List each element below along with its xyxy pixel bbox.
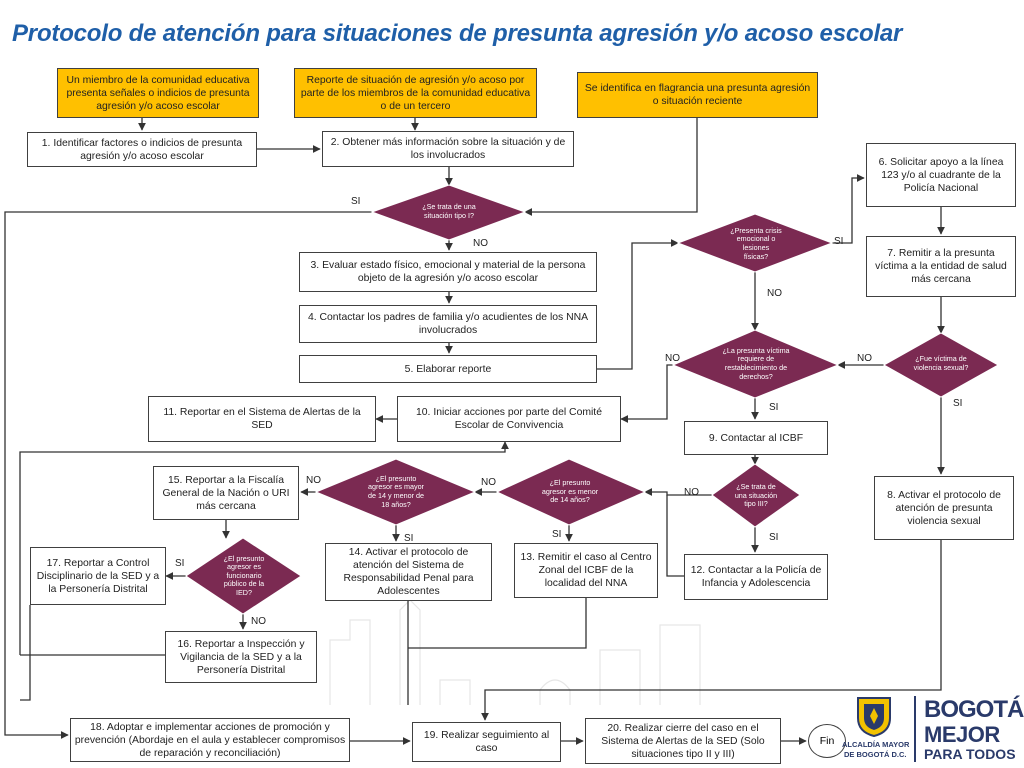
label-no-d4: NO [857,353,872,364]
bogota-coat-of-arms-icon [857,697,891,738]
decision-diamond-14-18 [314,458,477,526]
step-20: 20. Realizar cierre del caso en el Siste… [585,718,781,764]
decision-diamond-funcionario [185,537,302,615]
step-5: 5. Elaborar reporte [299,355,597,383]
alcaldia-line-1: ALCALDÍA MAYOR [842,740,910,749]
decision-diamond-tipo-i [370,184,527,241]
step-1: 1. Identificar factores o indicios de pr… [27,132,257,167]
decision-text-violencia-sexual: ¿Fue víctima de violencia sexual? [913,354,969,372]
decision-diamond-crisis [676,213,834,273]
step-3: 3. Evaluar estado físico, emocional y ma… [299,252,597,292]
label-si-d8: SI [175,558,185,569]
decision-text-restablecimiento: ¿La presunta víctima requiere de restabl… [722,345,790,381]
step-15: 15. Reportar a la Fiscalía General de la… [153,466,299,520]
brand-para-todos: PARA TODOS [924,746,1016,762]
decision-text-14-18: ¿El presunto agresor es mayor de 14 y me… [368,473,424,509]
decision-text-tipo-i: ¿Se trata de una situación tipo I? [422,202,476,220]
step-7: 7. Remitir a la presunta víctima a la en… [866,236,1016,297]
step-12: 12. Contactar a la Policía de Infancia y… [684,554,828,600]
decision-text-menor-14: ¿El presunto agresor es menor de 14 años… [541,478,599,505]
end-node: Fin [808,724,846,758]
step-6: 6. Solicitar apoyo a la línea 123 y/o al… [866,143,1016,207]
label-si-d6: SI [552,529,562,540]
label-si-d3: SI [769,402,779,413]
decision-diamond-tipo-iii [711,463,801,528]
label-si-d4: SI [953,398,963,409]
label-no-d3: NO [665,353,680,364]
step-2: 2. Obtener más información sobre la situ… [322,131,574,167]
start-box-indicios: Un miembro de la comunidad educativa pre… [57,68,259,118]
label-no-d6: NO [481,477,496,488]
step-13: 13. Remitir el caso al Centro Zonal del … [514,543,658,598]
label-si-d2: SI [834,236,844,247]
decision-text-crisis: ¿Presenta crisis emocional o lesiones fí… [730,225,782,261]
start-box-reporte: Reporte de situación de agresión y/o aco… [294,68,537,118]
step-8: 8. Activar el protocolo de atención de p… [874,476,1014,540]
skyline-watermark [329,599,701,705]
label-si-d5: SI [769,532,779,543]
connector-lines [4,118,945,745]
step-17: 17. Reportar a Control Disciplinario de … [30,547,166,605]
brand-mejor: MEJOR [924,722,1000,747]
decision-shapes [185,184,1000,615]
label-si-d7: SI [404,533,414,544]
decision-diamond-restablecimiento [671,329,840,399]
start-box-flagrancia: Se identifica en flagrancia una presunta… [577,72,818,118]
step-9: 9. Contactar al ICBF [684,421,828,455]
decision-diamond-violencia-sexual [882,332,1000,398]
step-16: 16. Reportar a Inspección y Vigilancia d… [165,631,317,683]
decision-text-tipo-iii: ¿Se trata de una situación tipo III? [734,482,778,509]
step-18: 18. Adoptar e implementar acciones de pr… [70,718,350,762]
label-no-d8: NO [251,616,266,627]
label-si-d1: SI [351,196,361,207]
decision-diamond-menor-14 [495,458,647,526]
label-no-d7: NO [306,475,321,486]
logo-divider [914,696,916,762]
page-title: Protocolo de atención para situaciones d… [12,20,903,47]
step-10: 10. Iniciar acciones por parte del Comit… [397,396,621,442]
step-4: 4. Contactar los padres de familia y/o a… [299,305,597,343]
step-14: 14. Activar el protocolo de atención del… [325,543,492,601]
alcaldia-line-2: DE BOGOTÁ D.C. [844,750,907,759]
label-no-d5: NO [684,487,699,498]
step-19: 19. Realizar seguimiento al caso [412,722,561,762]
decision-text-funcionario: ¿El presunto agresor es funcionario públ… [223,553,265,597]
step-11: 11. Reportar en el Sistema de Alertas de… [148,396,376,442]
label-no-d2: NO [767,288,782,299]
label-no-d1: NO [473,238,488,249]
brand-bogota: BOGOTÁ [924,696,1024,723]
